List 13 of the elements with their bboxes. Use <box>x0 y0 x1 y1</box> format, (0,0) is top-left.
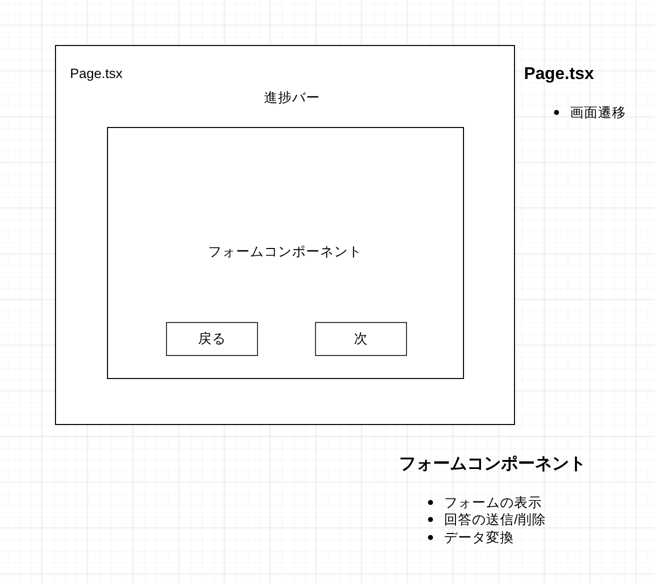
component-box <box>107 127 464 379</box>
component-box <box>55 45 515 425</box>
section-heading: Page.tsx <box>524 64 594 84</box>
list-item: データ変換 <box>426 529 514 546</box>
list-item: 画面遷移 <box>552 104 626 121</box>
button: 次 <box>315 322 407 356</box>
section-heading: フォームコンポーネント <box>399 454 586 474</box>
button: 戻る <box>166 322 258 356</box>
box-heading: Page.tsx <box>70 66 123 82</box>
box-label: 進捗バー <box>264 90 320 106</box>
list-item: 回答の送信/削除 <box>426 511 546 528</box>
list-item: フォームの表示 <box>426 494 542 511</box>
box-label: フォームコンポーネント <box>208 244 362 260</box>
